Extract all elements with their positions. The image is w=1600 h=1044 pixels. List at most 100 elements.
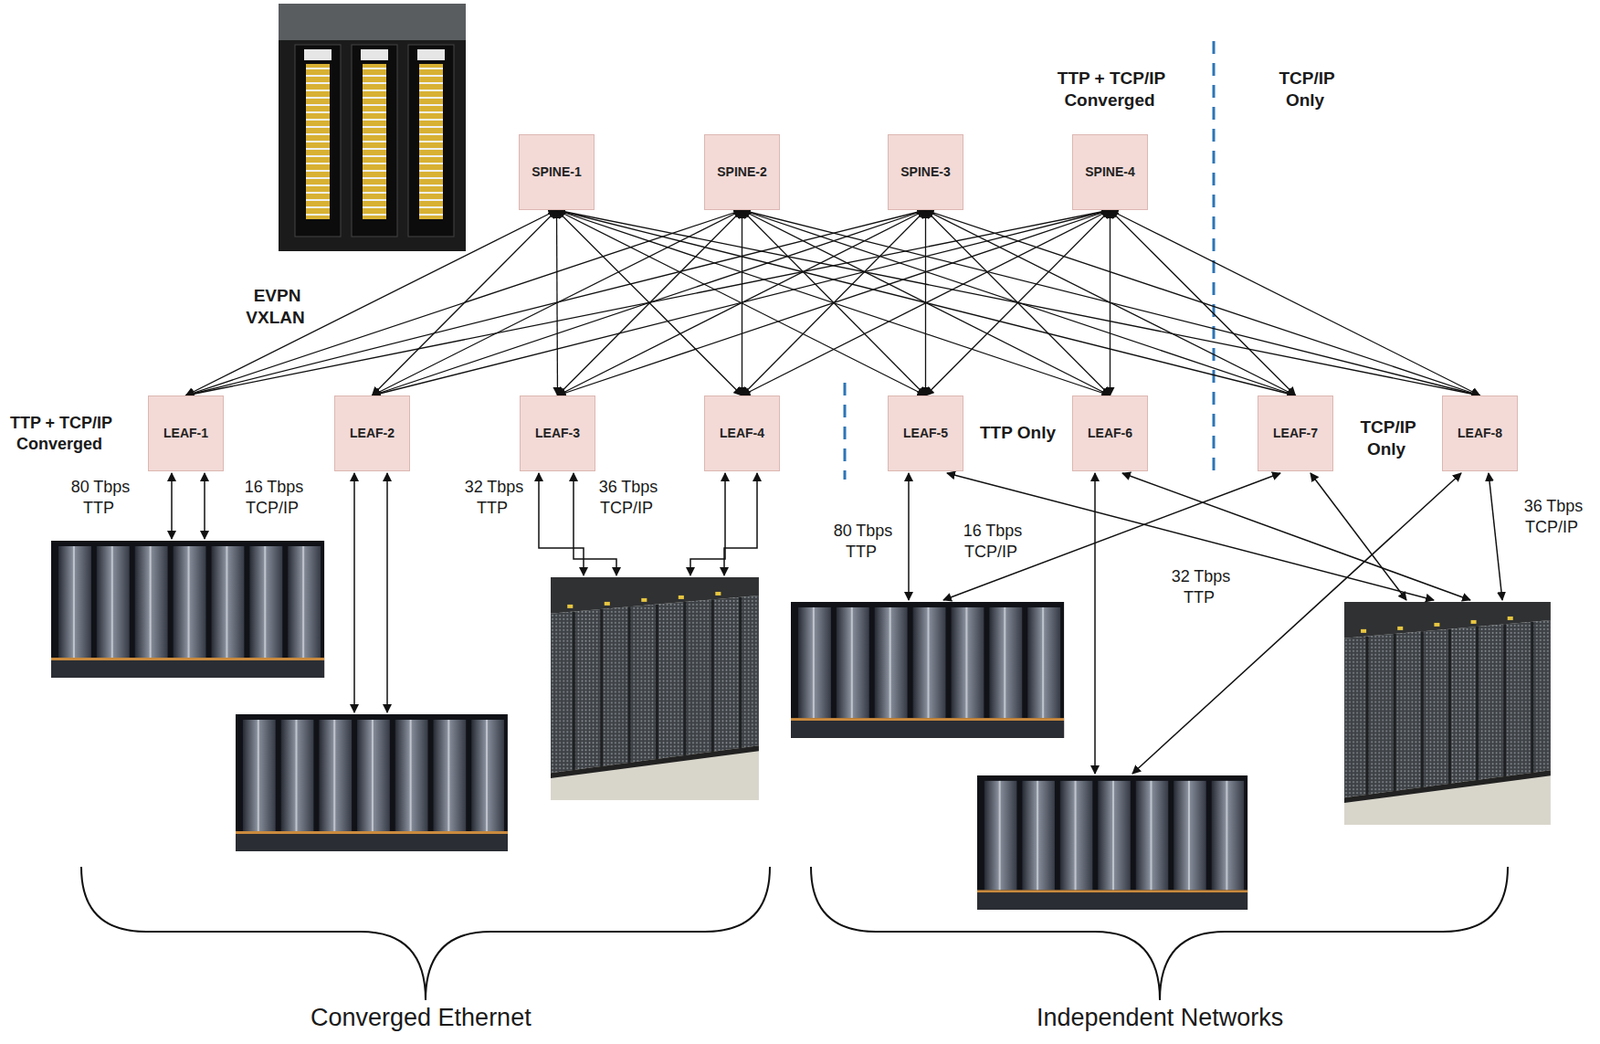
divider-line <box>844 41 1214 480</box>
server-rack <box>977 775 1248 910</box>
switch-name: SPINE-1 <box>531 164 581 180</box>
switch-name: LEAF-1 <box>163 425 209 442</box>
brace <box>81 866 770 1000</box>
cable-bundle <box>419 63 443 220</box>
label-box: 32 Tbps TTP <box>456 476 530 518</box>
spine-switch: SPINE-1 <box>518 134 595 211</box>
rack-link <box>203 473 206 539</box>
rack-link <box>353 473 356 713</box>
divider-line <box>1212 41 1216 475</box>
switch-name: LEAF-2 <box>349 425 395 442</box>
zone-label: TCP/IP Only <box>1276 68 1335 110</box>
fabric-link <box>557 210 1111 396</box>
fabric-link <box>557 210 1481 396</box>
zone-label: EVPN VXLAN <box>245 285 306 327</box>
ceiling <box>278 3 466 41</box>
label-box: 36 Tbps TCP/IP <box>1515 495 1590 537</box>
rack-link <box>1094 473 1096 774</box>
label-box: TTP + TCP/IP Converged <box>3 412 117 454</box>
fabric-link <box>742 210 1481 396</box>
leaf-switch: LEAF-1 <box>147 395 224 472</box>
server-rack <box>790 601 1064 738</box>
bandwidth-label: 32 Tbps TTP <box>1169 567 1232 607</box>
label-box: 80 Tbps TTP <box>825 520 899 562</box>
rack-link <box>724 473 758 576</box>
bandwidth-label: 80 Tbps TTP <box>831 521 894 561</box>
fabric-link <box>186 210 743 396</box>
bandwidth-label: 32 Tbps TTP <box>463 477 525 517</box>
server-rack <box>51 540 325 678</box>
fabric-link <box>372 210 1111 396</box>
fabric-link <box>557 210 1111 396</box>
label-box: 16 Tbps TCP/IP <box>236 476 310 518</box>
rack-photo <box>278 3 466 252</box>
leaf-switch: LEAF-6 <box>1072 395 1148 472</box>
cabinet <box>408 44 454 237</box>
cable-bundle <box>305 63 330 220</box>
rack-link <box>386 473 389 713</box>
label-box: EVPN VXLAN <box>243 284 309 329</box>
switch-name: LEAF-7 <box>1273 425 1318 442</box>
server-rack-photo <box>550 577 759 800</box>
label-box: TCP/IP Only <box>1350 416 1424 461</box>
switch-name: SPINE-3 <box>900 164 950 180</box>
cable-bundle <box>417 49 445 61</box>
rack-link <box>538 473 584 576</box>
rack-link <box>170 473 173 539</box>
rack-link <box>907 473 910 600</box>
bandwidth-label: 36 Tbps TCP/IP <box>1522 496 1584 537</box>
rack-link <box>1132 473 1462 774</box>
label-box: 80 Tbps TTP <box>63 476 137 518</box>
fabric-link <box>186 210 1111 396</box>
bandwidth-label: 16 Tbps TCP/IP <box>242 477 305 517</box>
switch-name: SPINE-2 <box>716 164 767 180</box>
rack-links <box>171 473 1503 774</box>
cable-bundle <box>360 49 389 61</box>
bandwidth-label: 36 Tbps TCP/IP <box>597 477 659 517</box>
switch-name: LEAF-8 <box>1457 425 1503 442</box>
label-box: 16 Tbps TCP/IP <box>955 520 1029 562</box>
fabric-link <box>1109 210 1111 396</box>
spine-switch: SPINE-4 <box>1072 134 1148 211</box>
fabric-link <box>1110 210 1481 396</box>
group-caption: Independent Networks <box>1034 1003 1285 1032</box>
rack-link <box>1488 473 1503 600</box>
server-rack <box>235 714 508 852</box>
label-box: Independent Networks <box>1034 1002 1285 1034</box>
fabric-link <box>186 210 927 396</box>
label-box: TTP + TCP/IP Converged <box>1046 67 1175 112</box>
fabric-link <box>926 210 1481 396</box>
leaf-switch: LEAF-4 <box>704 395 780 472</box>
leaf-switch: LEAF-2 <box>334 395 411 472</box>
switch-name: LEAF-5 <box>903 425 948 442</box>
cabinet <box>294 44 341 237</box>
fabric-link <box>926 210 1296 396</box>
zone-label: TTP + TCP/IP Converged <box>1055 68 1166 110</box>
rack-link <box>690 473 726 576</box>
divider-line <box>843 382 847 480</box>
fabric-link <box>926 210 1111 396</box>
fabric-link <box>926 210 1111 396</box>
label-box: TTP Only <box>978 421 1058 444</box>
group-caption: Converged Ethernet <box>308 1003 534 1032</box>
fabric-link <box>742 210 1296 396</box>
label-box: 36 Tbps TCP/IP <box>590 476 664 518</box>
label-box: 32 Tbps TTP <box>1163 566 1237 608</box>
leaf-switch: LEAF-8 <box>1442 395 1518 472</box>
leaf-switch: LEAF-3 <box>519 395 596 472</box>
brace <box>810 866 1508 1000</box>
label-box: TCP/IP Only <box>1269 67 1343 112</box>
switch-name: LEAF-6 <box>1087 425 1133 442</box>
fabric-link <box>557 210 1296 396</box>
switch-name: LEAF-4 <box>719 425 765 442</box>
cable-bundle <box>304 49 332 61</box>
leaf-switch: LEAF-5 <box>887 395 964 472</box>
fabric-link <box>742 210 1111 396</box>
bandwidth-label: 80 Tbps TTP <box>69 477 131 517</box>
fabric-link <box>186 210 558 396</box>
fabric-link <box>1110 210 1296 396</box>
bandwidth-label: 16 Tbps TCP/IP <box>961 521 1023 561</box>
